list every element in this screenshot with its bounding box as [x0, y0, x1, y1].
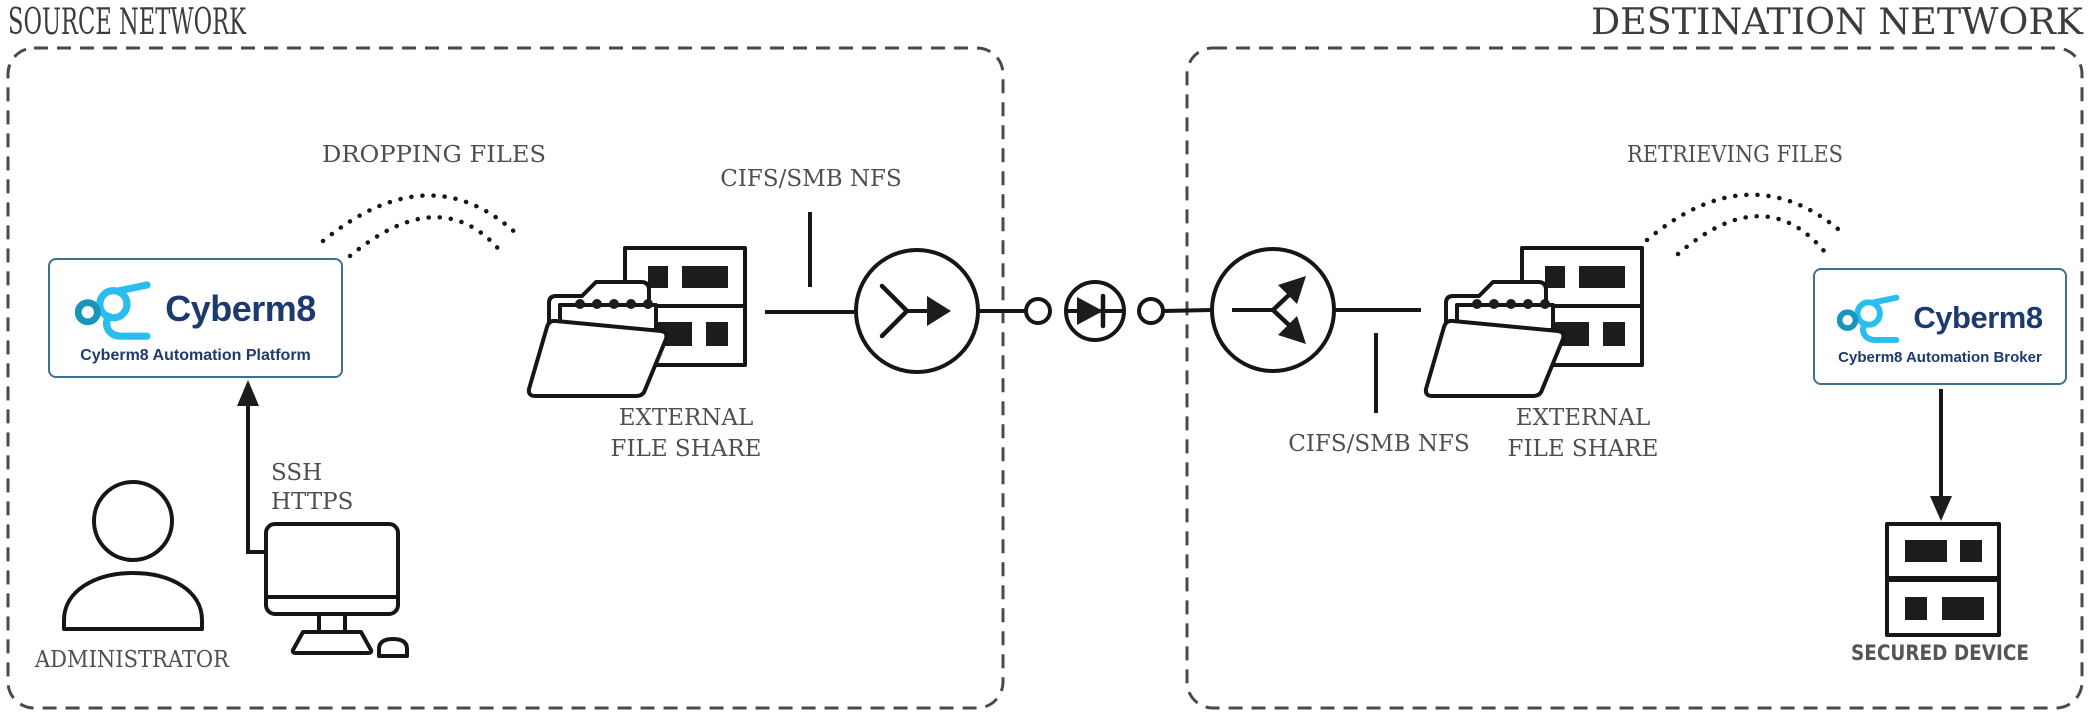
- protocol-label-source: CIFS/SMB NFS: [720, 166, 902, 192]
- cyberm8-platform-caption: Cyberm8 Automation Platform: [80, 346, 311, 364]
- split-arrow-circle-icon: [1210, 247, 1336, 373]
- cyberm8-logo-icon: [1837, 294, 1900, 343]
- destination-network-title: DESTINATION NETWORK: [1591, 2, 2084, 43]
- retrieving-files-arcs-icon: [1644, 192, 1848, 257]
- admin-to-platform-arrow: [237, 380, 266, 554]
- retrieving-files-label: RETRIEVING FILES: [1627, 142, 1843, 168]
- dropping-files-arcs-icon: [320, 193, 523, 259]
- external-file-share-label-source-line1: EXTERNAL: [619, 405, 754, 431]
- source-network-boundary: [6, 46, 1005, 710]
- destination-network-boundary: [1185, 46, 2084, 710]
- person-icon: [62, 480, 204, 631]
- protocol-label-destination: CIFS/SMB NFS: [1288, 431, 1470, 457]
- file-share-icon-destination: [1423, 246, 1644, 398]
- file-share-icon-source: [526, 246, 747, 398]
- administrator-label: ADMINISTRATOR: [34, 647, 230, 673]
- cyberm8-platform-box: Cyberm8 Cyberm8 Automation Platform: [48, 258, 343, 378]
- connector-node-right-icon: [1137, 297, 1165, 325]
- cyberm8-brand: Cyberm8: [165, 287, 316, 329]
- source-network-title: SOURCE NETWORK: [8, 2, 247, 43]
- mouse-icon: [377, 637, 409, 658]
- cyberm8-brand: Cyberm8: [1913, 299, 2043, 335]
- diode-icon: [1064, 280, 1126, 342]
- send-arrow-circle-icon: [854, 248, 980, 374]
- external-file-share-label-destination-line1: EXTERNAL: [1516, 405, 1651, 431]
- external-file-share-label-destination-line2: FILE SHARE: [1508, 436, 1659, 462]
- external-file-share-label-source-line2: FILE SHARE: [611, 436, 762, 462]
- broker-to-device-arrow: [1930, 389, 1952, 521]
- dropping-files-label: DROPPING FILES: [322, 142, 546, 168]
- server-icon: [1885, 522, 2001, 637]
- secured-device-label: SECURED DEVICE: [1851, 641, 2029, 665]
- monitor-icon: [264, 522, 409, 658]
- cyberm8-broker-caption: Cyberm8 Automation Broker: [1838, 349, 2042, 366]
- connection-line: [1162, 308, 1213, 313]
- ssh-label: SSH: [271, 460, 322, 486]
- cyberm8-broker-box: Cyberm8 Cyberm8 Automation Broker: [1813, 268, 2067, 385]
- cyberm8-logo-icon: [75, 280, 151, 340]
- connector-node-left-icon: [1024, 297, 1052, 325]
- https-label: HTTPS: [271, 489, 353, 515]
